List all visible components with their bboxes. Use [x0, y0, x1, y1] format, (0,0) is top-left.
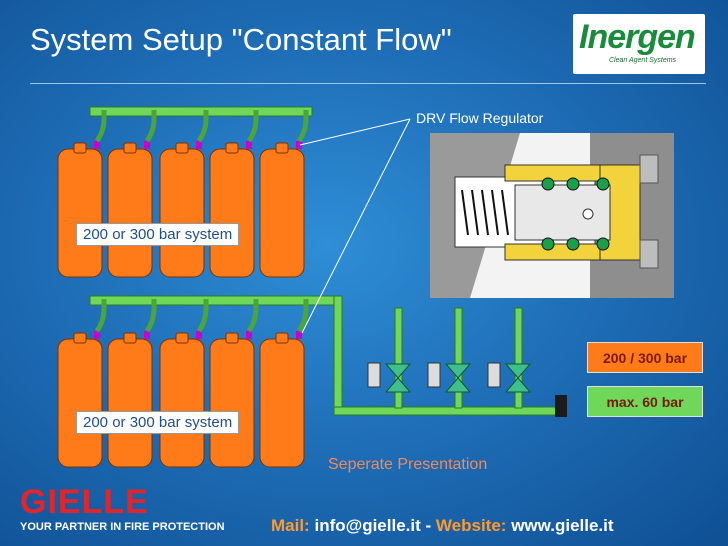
selector-valve-1	[367, 307, 412, 409]
gielle-logo-word: GIELLE	[20, 483, 149, 521]
regulator-callout-line-top	[299, 118, 411, 146]
selector-valve-3	[487, 307, 532, 409]
top-cylinder-2	[107, 110, 157, 278]
top-manifold	[89, 106, 313, 117]
bottom-riser	[333, 295, 343, 415]
flow-regulator-drawing	[430, 133, 674, 298]
bottom-cylinder-4	[209, 299, 259, 468]
bottom-cylinder-5	[259, 299, 309, 468]
low-pressure-legend: max. 60 bar	[587, 386, 703, 417]
inergen-logo: Inergen Clean Agent Systems	[573, 14, 705, 74]
footer-contact: Mail: info@gielle.it - Website: www.giel…	[271, 516, 614, 536]
top-cylinder-bank	[57, 106, 313, 278]
bottom-system-label: 200 or 300 bar system	[76, 411, 240, 434]
top-system-label: 200 or 300 bar system	[76, 223, 240, 246]
selector-valve-2	[427, 307, 472, 409]
inergen-logo-word: Inergen	[579, 18, 696, 56]
page-title: System Setup "Constant Flow"	[30, 22, 452, 57]
top-cylinder-3	[159, 110, 209, 278]
separate-presentation-note: Seperate Presentation	[328, 456, 488, 473]
gielle-tagline: YOUR PARTNER IN FIRE PROTECTION	[20, 521, 225, 533]
bottom-manifold	[89, 295, 341, 306]
mail-label: Mail:	[271, 516, 310, 535]
bottom-cylinder-2	[107, 299, 157, 468]
low-pressure-line	[333, 406, 559, 416]
inergen-logo-subtitle: Clean Agent Systems	[609, 57, 677, 64]
footer-separator: -	[425, 516, 432, 535]
top-cylinder-4	[209, 110, 259, 278]
regulator-callout-line-bottom	[301, 118, 411, 334]
bottom-cylinder-1	[57, 299, 107, 468]
bottom-cylinder-3	[159, 299, 209, 468]
mail-link[interactable]: info@gielle.it	[314, 516, 421, 535]
high-pressure-legend: 200 / 300 bar	[587, 342, 703, 373]
top-cylinder-1	[57, 110, 107, 278]
gielle-logo: GIELLE YOUR PARTNER IN FIRE PROTECTION	[20, 483, 225, 533]
regulator-label: DRV Flow Regulator	[416, 110, 544, 126]
title-divider	[30, 83, 706, 84]
website-link[interactable]: www.gielle.it	[511, 516, 614, 535]
line-end-cap	[555, 395, 567, 417]
bottom-cylinder-bank	[57, 295, 567, 468]
top-cylinder-5	[259, 110, 309, 278]
website-label: Website:	[435, 516, 507, 535]
